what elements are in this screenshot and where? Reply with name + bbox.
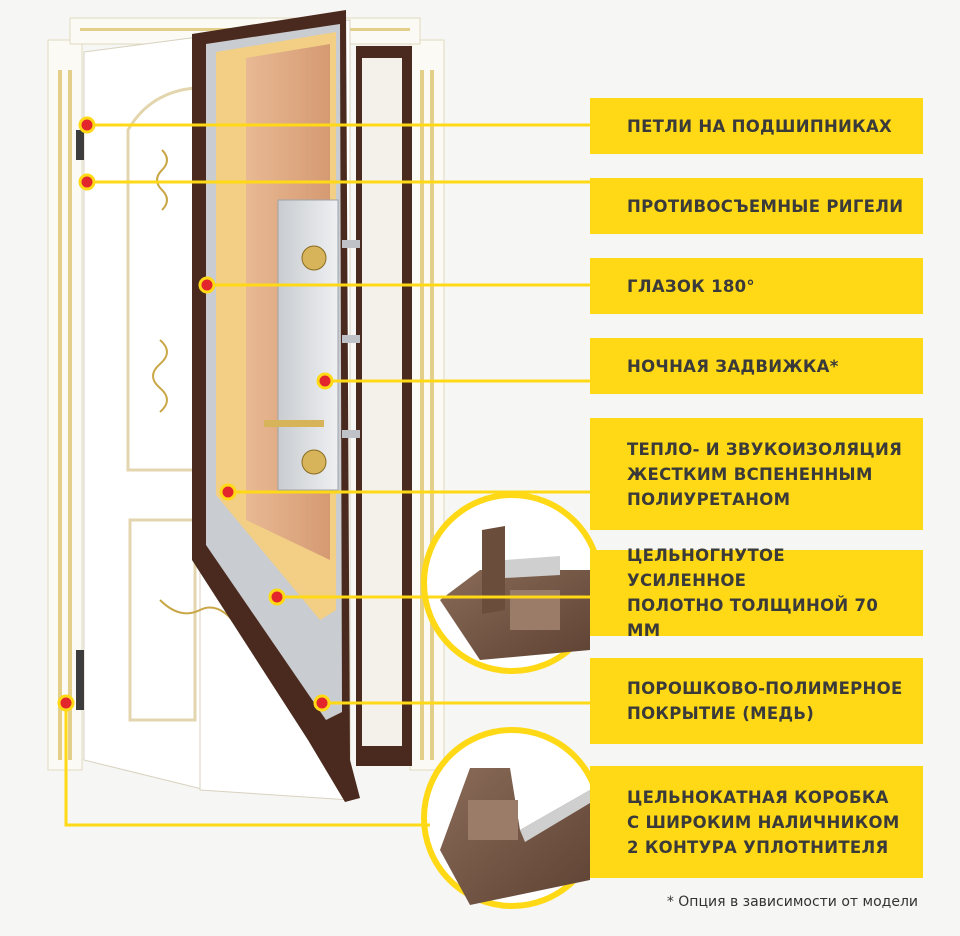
feature-label-coating: ПОРОШКОВО-ПОЛИМЕРНОЕ ПОКРЫТИЕ (МЕДЬ) bbox=[590, 658, 923, 744]
leader-lines bbox=[57, 116, 590, 827]
marker-coating bbox=[313, 694, 331, 712]
feature-label-insulation: ТЕПЛО- И ЗВУКОИЗОЛЯЦИЯ ЖЕСТКИМ ВСПЕНЕННЫ… bbox=[590, 418, 923, 530]
feature-label-hinges: ПЕТЛИ НА ПОДШИПНИКАХ bbox=[590, 98, 923, 154]
marker-leaf bbox=[268, 588, 286, 606]
frame-profile-inset bbox=[421, 727, 603, 909]
feature-label-text: ЦЕЛЬНОГНУТОЕ УСИЛЕННОЕ ПОЛОТНО ТОЛЩИНОЙ … bbox=[627, 546, 879, 640]
marker-anti-removal bbox=[78, 173, 96, 191]
feature-label-text: ГЛАЗОК 180° bbox=[627, 276, 755, 296]
feature-label-text: ПОРОШКОВО-ПОЛИМЕРНОЕ ПОКРЫТИЕ (МЕДЬ) bbox=[627, 679, 903, 723]
feature-label-text: ЦЕЛЬНОКАТНАЯ КОРОБКА С ШИРОКИМ НАЛИЧНИКО… bbox=[627, 787, 900, 857]
door-cutaway bbox=[192, 10, 360, 802]
door-frame bbox=[356, 46, 412, 766]
feature-label-anti-removal: ПРОТИВОСЪЕМНЫЕ РИГЕЛИ bbox=[590, 178, 923, 234]
door-casing bbox=[47, 17, 445, 771]
leaf-profile-inset bbox=[421, 492, 603, 674]
feature-label-frame: ЦЕЛЬНОКАТНАЯ КОРОБКА С ШИРОКИМ НАЛИЧНИКО… bbox=[590, 766, 923, 878]
feature-label-leaf: ЦЕЛЬНОГНУТОЕ УСИЛЕННОЕ ПОЛОТНО ТОЛЩИНОЙ … bbox=[590, 546, 923, 640]
marker-insulation bbox=[219, 483, 237, 501]
feature-label-night-latch: НОЧНАЯ ЗАДВИЖКА* bbox=[590, 338, 923, 394]
marker-hinges bbox=[78, 116, 96, 134]
feature-label-text: ПЕТЛИ НА ПОДШИПНИКАХ bbox=[627, 116, 893, 136]
leader-line-frame bbox=[64, 703, 430, 827]
feature-label-text: ПРОТИВОСЪЕМНЫЕ РИГЕЛИ bbox=[627, 196, 904, 216]
feature-label-peephole: ГЛАЗОК 180° bbox=[590, 258, 923, 314]
feature-label-text: ТЕПЛО- И ЗВУКОИЗОЛЯЦИЯ ЖЕСТКИМ ВСПЕНЕННЫ… bbox=[627, 439, 903, 509]
marker-peephole bbox=[198, 276, 216, 294]
marker-night-latch bbox=[316, 372, 334, 390]
marker-frame bbox=[57, 694, 75, 712]
feature-label-text: НОЧНАЯ ЗАДВИЖКА* bbox=[627, 356, 839, 376]
footnote: * Опция в зависимости от модели bbox=[666, 894, 918, 910]
